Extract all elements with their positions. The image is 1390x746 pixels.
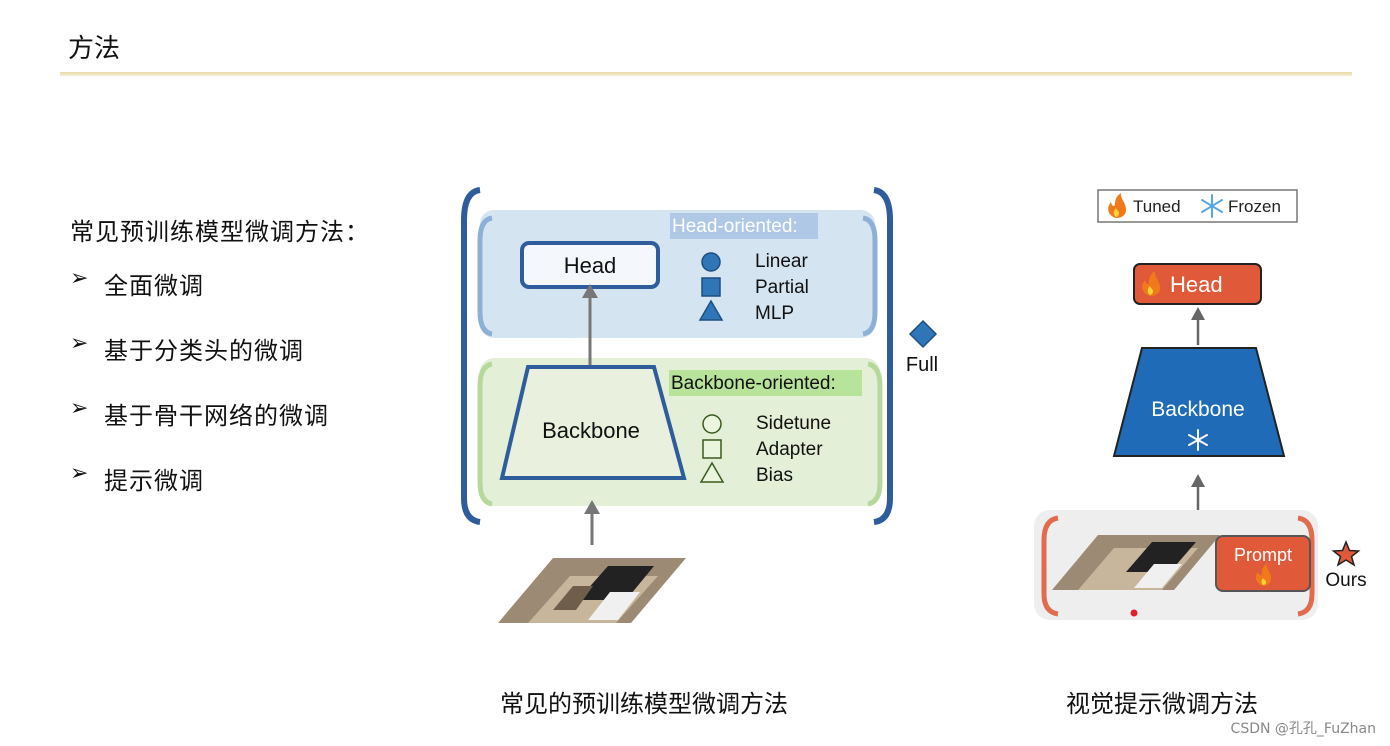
input-dog-image [498, 558, 686, 623]
finetune-methods-diagram: Head Backbone Head-oriented: Linear Part… [461, 187, 938, 623]
arrow-head-icon [1191, 307, 1205, 320]
backbone-item-bias: Bias [756, 465, 793, 486]
list-item: ➢ 基于骨干网络的微调 [70, 396, 329, 461]
list-item-label: 基于分类头的微调 [104, 337, 304, 365]
prompt-bracket-left [1041, 515, 1059, 617]
bullet-arrow-icon: ➢ [70, 331, 90, 356]
head-box [1133, 263, 1262, 305]
backbone-bracket-left [477, 361, 493, 507]
arrow-head-icon [584, 500, 600, 514]
watermark: CSDN @孔孔_FuZhan [1230, 721, 1376, 737]
visual-prompt-diagram: Tuned Frozen Head Backbone Prompt [1034, 189, 1367, 620]
snowflake-icon [1188, 429, 1208, 451]
outer-bracket-left [461, 187, 481, 525]
legend-box [1097, 189, 1298, 223]
head-item-mlp: MLP [755, 303, 794, 324]
star-icon [1331, 540, 1361, 567]
prompt-box-label: Prompt [1234, 545, 1292, 565]
title-divider [60, 72, 1352, 76]
red-dot-icon [1130, 609, 1138, 617]
backbone-box-label: Backbone [1151, 398, 1244, 421]
backbone-bracket-right [867, 361, 883, 507]
ours-label: Ours [1325, 570, 1366, 591]
flame-icon [1142, 271, 1160, 296]
snowflake-icon [1201, 194, 1223, 218]
square-icon [701, 277, 721, 297]
square-icon [702, 439, 722, 459]
head-bracket-left [477, 215, 493, 337]
backbone-oriented-title: Backbone-oriented: [671, 373, 836, 394]
circle-icon [702, 414, 722, 434]
arrow-head-icon [1191, 474, 1205, 487]
backbone-trapezoid [499, 365, 687, 480]
list-item: ➢ 提示微调 [70, 461, 329, 526]
list-item-label: 全面微调 [104, 272, 204, 300]
left-caption: 常见的预训练模型微调方法 [500, 690, 788, 718]
head-item-partial: Partial [755, 277, 809, 298]
prompt-box [1215, 535, 1311, 592]
head-item-linear: Linear [755, 251, 808, 272]
flame-icon [1108, 193, 1126, 218]
flame-icon [1255, 564, 1271, 586]
slide-title: 方法 [68, 34, 121, 64]
full-label: Full [906, 354, 938, 376]
bullet-arrow-icon: ➢ [70, 266, 90, 291]
list-item: ➢ 基于分类头的微调 [70, 331, 329, 396]
arrow-head-icon [582, 284, 598, 298]
head-oriented-title: Head-oriented: [672, 216, 798, 237]
head-box-label: Head [1170, 272, 1223, 297]
prompt-bracket-right [1297, 515, 1315, 617]
intro-text: 常见预训练模型微调方法： [70, 218, 370, 246]
list-item: ➢ 全面微调 [70, 266, 329, 331]
outer-bracket-right [873, 187, 893, 525]
bullet-arrow-icon: ➢ [70, 461, 90, 486]
legend-frozen-label: Frozen [1228, 197, 1281, 216]
head-oriented-highlight [670, 213, 818, 239]
bullet-arrow-icon: ➢ [70, 396, 90, 421]
backbone-oriented-highlight [669, 370, 862, 396]
backbone-item-adapter: Adapter [756, 439, 823, 460]
input-dog-image [1052, 535, 1220, 590]
diamond-icon [908, 319, 938, 349]
right-caption: 视觉提示微调方法 [1066, 690, 1258, 718]
backbone-item-sidetune: Sidetune [756, 413, 831, 434]
triangle-icon [698, 299, 724, 321]
triangle-icon [699, 461, 725, 483]
list-item-label: 基于骨干网络的微调 [104, 402, 329, 430]
legend-tuned-label: Tuned [1133, 197, 1181, 216]
head-box-label: Head [564, 253, 617, 278]
list-item-label: 提示微调 [104, 467, 204, 495]
backbone-box-label: Backbone [542, 418, 640, 443]
method-list: ➢ 全面微调 ➢ 基于分类头的微调 ➢ 基于骨干网络的微调 ➢ 提示微调 [70, 266, 329, 526]
head-bracket-right [862, 215, 878, 337]
backbone-trapezoid [1112, 347, 1286, 457]
circle-icon [701, 252, 721, 272]
